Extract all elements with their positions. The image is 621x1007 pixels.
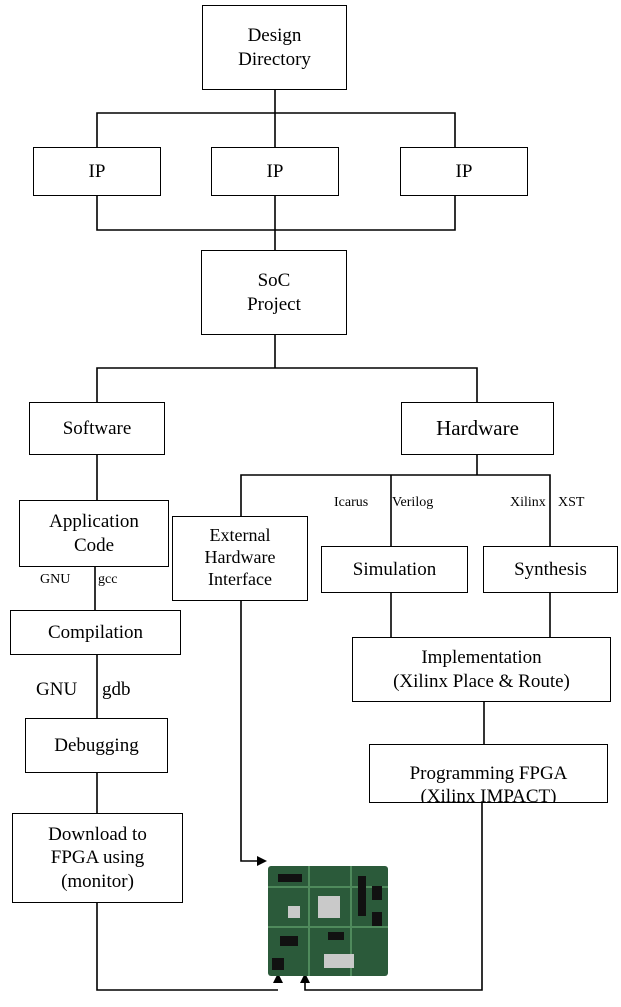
- gdb-label: gdb: [102, 679, 131, 700]
- hardware-box: Hardware: [401, 402, 554, 455]
- implementation-box: Implementation (Xilinx Place & Route): [352, 637, 611, 702]
- compilation-box: Compilation: [10, 610, 181, 655]
- external-hardware-interface-box: External Hardware Interface: [172, 516, 308, 601]
- design-directory-box: Design Directory: [202, 5, 347, 90]
- gnu-label-2: GNU: [36, 679, 78, 700]
- software-box: Software: [29, 402, 165, 455]
- debugging-box: Debugging: [25, 718, 168, 773]
- programming-fpga-box: Programming FPGA (Xilinx IMPACT): [369, 744, 608, 803]
- ip-box-3: IP: [400, 147, 528, 196]
- simulation-box: Simulation: [321, 546, 468, 593]
- application-code-box: Application Code: [19, 500, 169, 567]
- synthesis-box: Synthesis: [483, 546, 618, 593]
- download-to-fpga-box: Download to FPGA using (monitor): [12, 813, 183, 903]
- ip-box-1: IP: [33, 147, 161, 196]
- gcc-label: gcc: [98, 572, 118, 587]
- soc-project-box: SoC Project: [201, 250, 347, 335]
- gnu-label: GNU: [40, 572, 71, 587]
- ip-box-2: IP: [211, 147, 339, 196]
- xilinx-label: Xilinx: [510, 495, 546, 510]
- icarus-label: Icarus: [334, 495, 369, 510]
- fpga-board-icon: [268, 866, 388, 976]
- verilog-label: Verilog: [392, 495, 434, 510]
- xst-label: XST: [558, 495, 585, 510]
